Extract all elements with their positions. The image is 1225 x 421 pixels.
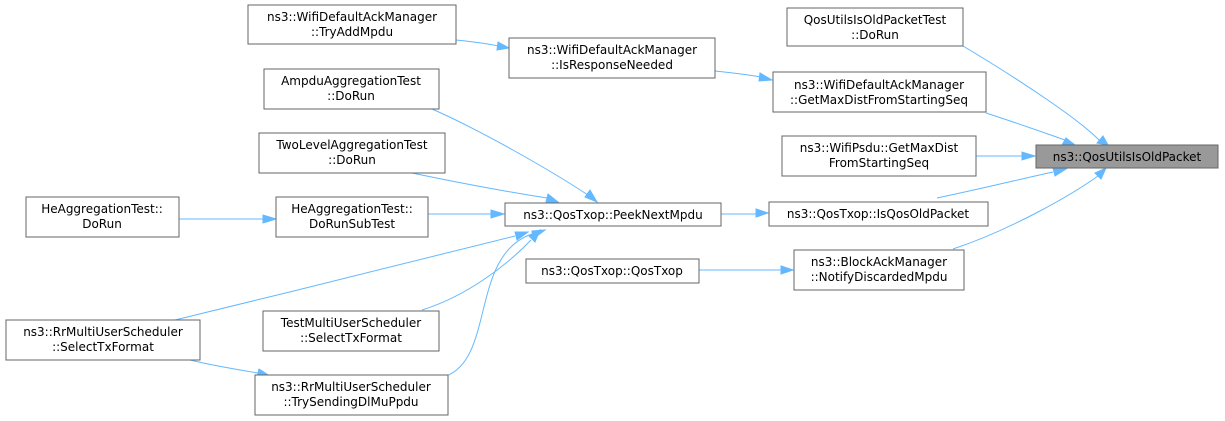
node-label: ns3::BlockAckManager — [811, 255, 947, 269]
node-wifidefaultackmanager-getmaxdist[interactable]: ns3::WifiDefaultAckManager ::GetMaxDistF… — [772, 71, 987, 113]
node-wifipsdu-getmaxdist[interactable]: ns3::WifiPsdu::GetMaxDist FromStartingSe… — [781, 135, 977, 177]
edge-test-select-to-peeknext — [421, 228, 542, 311]
node-label: ns3::RrMultiUserScheduler — [271, 380, 431, 394]
node-label: ::TrySendingDlMuPpdu — [283, 395, 418, 409]
edge-he-dorunsub-to-peeknext — [428, 209, 506, 219]
node-label: HeAggregationTest:: — [291, 202, 413, 216]
node-label: ns3::QosTxop::PeekNextMpdu — [523, 208, 702, 222]
edge-notifydiscarded-to-isoldpacket — [952, 166, 1108, 250]
edge-twolevel-to-peeknext — [411, 172, 560, 203]
node-twolevelaggregationtest-dorun[interactable]: TwoLevelAggregationTest ::DoRun — [258, 132, 446, 174]
node-testmultiuserscheduler-selecttxformat[interactable]: TestMultiUserScheduler ::SelectTxFormat — [262, 310, 440, 352]
node-rrmultiuserscheduler-selecttxformat[interactable]: ns3::RrMultiUserScheduler ::SelectTxForm… — [5, 319, 201, 361]
node-label: TwoLevelAggregationTest — [275, 138, 428, 152]
node-label: ns3::QosTxop::QosTxop — [541, 264, 683, 278]
node-label: HeAggregationTest:: — [41, 202, 163, 216]
node-label: ::SelectTxFormat — [52, 340, 154, 354]
node-label: ns3::WifiDefaultAckManager — [527, 43, 697, 57]
edge-qostxop-ctor-to-notify — [699, 265, 795, 275]
edge-rr-select-to-peeknext — [174, 231, 530, 321]
edge-getmaxdiststarting-to-isoldpacket — [985, 112, 1077, 146]
graph-nodes: ns3::QosUtilsIsOldPacket QosUtilsIsOldPa… — [5, 4, 1219, 416]
node-label: FromStartingSeq — [829, 156, 929, 170]
node-qostxop-qostxop[interactable]: ns3::QosTxop::QosTxop — [525, 258, 700, 284]
node-label: ::DoRun — [851, 28, 899, 42]
edge-peeknext-to-isqosold — [721, 208, 770, 218]
node-heaggregationtest-dorun[interactable]: HeAggregationTest:: DoRun — [25, 196, 180, 238]
node-label: ::DoRun — [328, 153, 376, 167]
node-label: TestMultiUserScheduler — [280, 316, 421, 330]
edge-tryadd-to-isresponse — [455, 39, 511, 51]
node-label: DoRun — [82, 217, 122, 231]
edge-psdu-getmaxdist-to-isoldpacket — [976, 151, 1037, 161]
node-label: ns3::WifiDefaultAckManager — [794, 78, 964, 92]
node-label: ns3::QosTxop::IsQosOldPacket — [787, 207, 970, 221]
node-qostxop-peeknextmpdu[interactable]: ns3::QosTxop::PeekNextMpdu — [504, 202, 722, 227]
node-label: ::NotifyDiscardedMpdu — [811, 270, 948, 284]
node-label: ns3::WifiPsdu::GetMaxDist — [800, 141, 959, 155]
node-qosutils-isoldpackettest-dorun[interactable]: QosUtilsIsOldPacketTest ::DoRun — [786, 7, 964, 47]
edge-rr-select-to-trysend — [189, 359, 272, 378]
node-label: ::DoRun — [327, 89, 375, 103]
node-label: AmpduAggregationTest — [281, 74, 421, 88]
node-label: ns3::WifiDefaultAckManager — [267, 10, 437, 24]
graph-edges — [174, 39, 1109, 378]
edge-he-dorun-to-dorunsub — [179, 214, 278, 224]
node-label: ::GetMaxDistFromStartingSeq — [790, 93, 968, 107]
node-label: ns3::RrMultiUserScheduler — [23, 325, 183, 339]
node-label: ::SelectTxFormat — [300, 331, 402, 345]
node-label: DoRunSubTest — [309, 217, 395, 231]
node-qosutils-isoldpacket: ns3::QosUtilsIsOldPacket — [1035, 144, 1219, 169]
node-label: ::IsResponseNeeded — [551, 58, 673, 72]
node-heaggregationtest-dorunsubtest[interactable]: HeAggregationTest:: DoRunSubTest — [275, 196, 429, 238]
node-wifidefaultackmanager-isresponseneeded[interactable]: ns3::WifiDefaultAckManager ::IsResponseN… — [508, 37, 716, 79]
edge-ampdu-to-peeknext — [431, 108, 599, 204]
node-wifidefaultackmanager-tryaddmpdu[interactable]: ns3::WifiDefaultAckManager ::TryAddMpdu — [247, 4, 457, 45]
edge-isresponse-to-getmaxdist — [714, 70, 774, 82]
edge-test-dorun-to-isoldpacket — [962, 45, 1109, 146]
node-blockackmanager-notifydiscardedmpdu[interactable]: ns3::BlockAckManager ::NotifyDiscardedMp… — [793, 249, 965, 291]
node-ampduaggregationtest-dorun[interactable]: AmpduAggregationTest ::DoRun — [263, 68, 440, 110]
edge-trysend-to-peeknext — [445, 229, 547, 377]
node-rrmultiuserscheduler-trysendingdlmuppdu[interactable]: ns3::RrMultiUserScheduler ::TrySendingDl… — [254, 374, 449, 416]
node-label: ns3::QosUtilsIsOldPacket — [1053, 150, 1202, 164]
node-label: QosUtilsIsOldPacketTest — [804, 13, 947, 27]
node-qostxop-isqosoldpacket[interactable]: ns3::QosTxop::IsQosOldPacket — [768, 201, 989, 227]
node-label: ::TryAddMpdu — [311, 25, 393, 39]
